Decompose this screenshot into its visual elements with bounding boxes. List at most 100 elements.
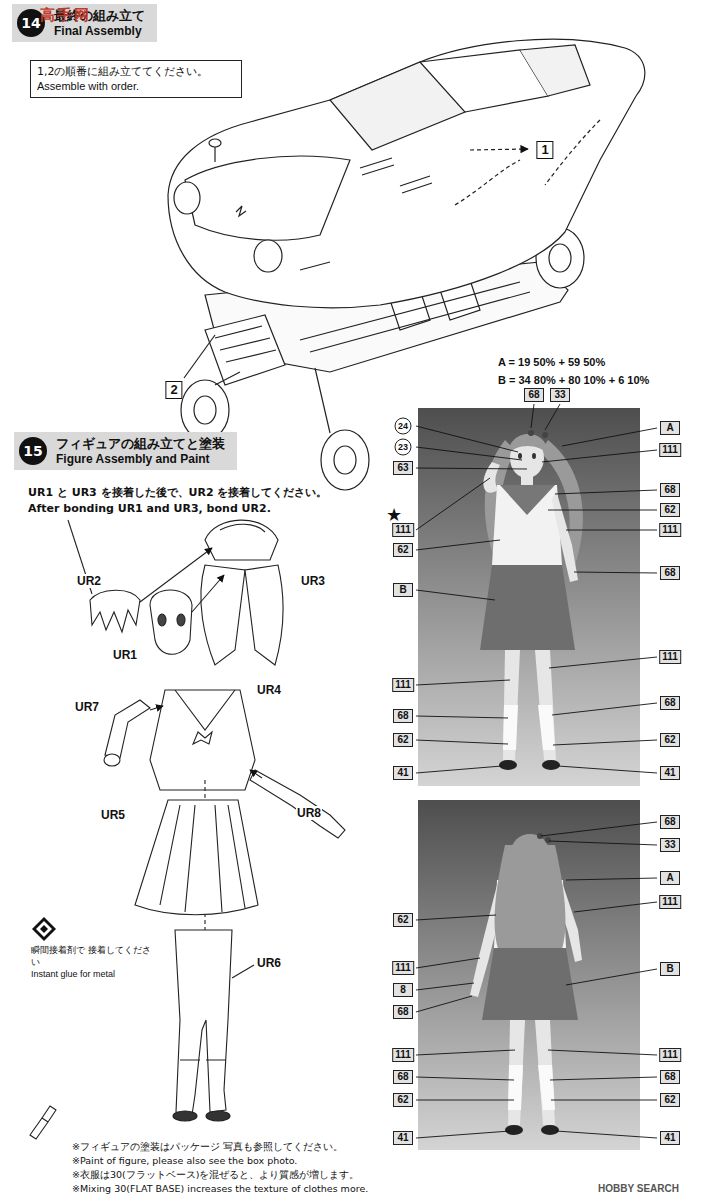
callout-number: 41 — [660, 1131, 680, 1145]
callout-number: 68 — [660, 483, 680, 497]
note-text: ※フィギュアの塗装はパッケージ 写真も参照してください。 — [72, 1140, 343, 1153]
node-text: Final Assembly — [54, 24, 145, 39]
leader-line — [574, 572, 657, 573]
callout-number: 68 — [393, 709, 413, 723]
callout-number: 68 — [660, 566, 680, 580]
step-number: 15 — [19, 437, 47, 465]
leader-line — [553, 740, 657, 745]
callout-number: 62 — [660, 503, 680, 517]
note-text: ※Mixing 30(FLAT BASE) increases the text… — [72, 1182, 368, 1195]
part-name: UR7 — [74, 700, 100, 714]
callout-number: 68 — [660, 696, 680, 710]
leader-line — [566, 969, 657, 985]
callout-number: 33 — [550, 388, 570, 402]
callout-number: 62 — [393, 1093, 413, 1107]
leader-line — [416, 740, 508, 744]
diamond-inner — [36, 921, 52, 937]
callout-number: 111 — [392, 1048, 414, 1062]
callout-number: 111 — [392, 678, 414, 692]
callout-number: 62 — [393, 733, 413, 747]
leader-line — [566, 878, 657, 880]
part-name: UR6 — [256, 956, 282, 970]
glue-box: 瞬間接着剤で 接着してくださいInstant glue for metal — [28, 914, 160, 983]
callout-number: 111 — [659, 895, 681, 909]
leader-line — [416, 426, 518, 452]
callout-number: 63 — [393, 461, 413, 475]
callout-number: 23 — [395, 439, 412, 456]
callout-number: 8 — [393, 983, 413, 997]
callout-number: 68 — [660, 1070, 680, 1084]
instruction-text: After bonding UR1 and UR3, bond UR2. — [28, 502, 271, 516]
part-name: UR5 — [100, 808, 126, 822]
callout-number: 62 — [660, 733, 680, 747]
leader-line — [416, 766, 502, 773]
leader-line — [416, 447, 522, 460]
leader-line — [549, 657, 657, 668]
diamond-core — [40, 925, 48, 933]
callout-number: 111 — [659, 443, 681, 457]
callout-number: 68 — [524, 388, 544, 402]
leader-line — [550, 1077, 657, 1080]
color-mix: A = 19 50% + 59 50% — [498, 355, 605, 369]
leader-line — [416, 1100, 514, 1101]
leader-line — [548, 1050, 657, 1055]
callout-number: 62 — [393, 913, 413, 927]
callout-number: 41 — [660, 766, 680, 780]
star-mark: ★ — [386, 505, 402, 525]
callout-number: 111 — [392, 523, 414, 537]
leader-line — [416, 590, 495, 600]
part-name: UR1 — [112, 648, 138, 662]
leader-line — [416, 1131, 510, 1138]
leader-line — [416, 540, 500, 550]
callout-number: 68 — [660, 815, 680, 829]
callout-number: 111 — [392, 961, 414, 975]
leader-line — [416, 983, 474, 990]
leader-line — [416, 716, 508, 718]
callout-number: 62 — [393, 543, 413, 557]
callout-number: 111 — [659, 1048, 681, 1062]
part-name: UR2 — [76, 574, 102, 588]
watermark: HOBBY SEARCH — [598, 1183, 679, 1195]
step-callout: 1 — [536, 141, 553, 159]
leader-line — [552, 703, 657, 715]
leader-line — [542, 450, 657, 462]
leader-line — [556, 1131, 657, 1138]
instruction-text: UR1 と UR3 を接着した後で、UR2 を接着してください。 — [28, 486, 328, 500]
node-text: 瞬間接着剤で 接着してください — [31, 944, 157, 968]
leader-line — [416, 915, 496, 920]
leader-line — [549, 841, 657, 845]
callout-number: 111 — [659, 523, 681, 537]
leader-line — [416, 1050, 515, 1055]
callout-number: 33 — [660, 838, 680, 852]
node-text: Figure Assembly and Paint — [56, 452, 225, 467]
leader-line — [416, 1077, 514, 1080]
note-text: ※衣服は30(フラットベース)を混ぜると、より質感が増します。 — [72, 1168, 359, 1181]
part-name: UR3 — [300, 574, 326, 588]
callout-number: 68 — [393, 1070, 413, 1084]
callout-number: A — [660, 871, 680, 885]
callout-number: 41 — [393, 766, 413, 780]
leader-line — [555, 490, 657, 494]
callout-number: 24 — [395, 418, 412, 435]
photo-front — [418, 408, 640, 786]
leader-line — [551, 1100, 657, 1101]
callout-number: B — [393, 583, 413, 597]
color-mix: B = 34 80% + 80 10% + 6 10% — [498, 373, 649, 387]
node-text: フィギュアの組み立てと塗装 — [56, 435, 225, 452]
callout-number: 41 — [393, 1131, 413, 1145]
leader-line — [416, 996, 472, 1012]
part-name: UR4 — [256, 683, 282, 697]
leader-line — [416, 680, 510, 685]
leader-line — [531, 404, 534, 428]
node-text: 1,2の順番に組み立ててください。 — [37, 64, 235, 79]
glue-icon — [31, 916, 57, 942]
callout-number: 62 — [660, 1093, 680, 1107]
diamond-outer — [32, 917, 56, 941]
step-callout: 2 — [165, 381, 182, 399]
callout-number: 68 — [393, 1005, 413, 1019]
leader-line — [541, 822, 657, 836]
leader-line — [566, 530, 657, 531]
step-header: 15 フィギュアの組み立てと塗装Figure Assembly and Paint — [14, 432, 237, 470]
